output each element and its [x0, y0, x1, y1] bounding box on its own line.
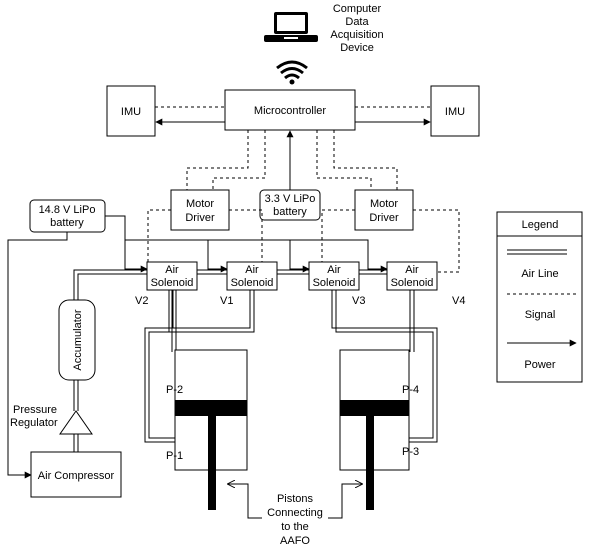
- pistons-note-label: Connecting: [267, 507, 323, 519]
- solenoid-v2-label: Solenoid: [151, 277, 194, 289]
- solenoid-v3-label: Solenoid: [313, 277, 356, 289]
- valve-label-v3: V3: [352, 295, 365, 307]
- microcontroller-box: [224, 89, 356, 131]
- air-lines-left: [144, 290, 255, 443]
- piston-right-rod: [366, 416, 374, 510]
- piston-label-p2: P-2: [166, 384, 183, 396]
- legend-title: Legend: [522, 219, 559, 231]
- computer-label-line: Data: [345, 16, 369, 28]
- imu-right-label: IMU: [445, 106, 465, 118]
- pistons-note-bg: [262, 490, 328, 546]
- piston-left-rod: [208, 416, 216, 510]
- legend: Legend Air Line Signal Power: [496, 211, 583, 383]
- battery-33-box: [259, 189, 321, 221]
- signal-lines-solenoids: [147, 209, 460, 273]
- piston-label-p1: P-1: [166, 450, 183, 462]
- solenoid-v4-label: Air: [405, 264, 419, 276]
- computer-label-line: Computer: [333, 3, 382, 15]
- solenoid-v4-label: Solenoid: [391, 277, 434, 289]
- solenoid-v1-box: [226, 261, 278, 291]
- piston-right-head: [340, 400, 409, 416]
- pressure-regulator-icon: [59, 410, 93, 435]
- legend-item-signal: Signal: [525, 309, 556, 321]
- accumulator-label: Accumulator: [72, 309, 84, 370]
- solenoid-v2-label: Air: [165, 264, 179, 276]
- valve-label-v1: V1: [220, 295, 233, 307]
- piston-left: [174, 349, 248, 510]
- imu-left-box: [106, 85, 156, 137]
- imu-right-box: [430, 85, 480, 137]
- computer-label-line: Device: [340, 42, 374, 54]
- solenoid-v4-box: [386, 261, 438, 291]
- air-compressor-box: [30, 451, 122, 498]
- pistons-note-label: to the: [281, 521, 309, 533]
- motor-driver-right-label: Driver: [369, 212, 399, 224]
- solenoid-v3-box: [308, 261, 360, 291]
- battery-148-label: battery: [50, 217, 84, 229]
- accumulator-box: [58, 299, 96, 381]
- motor-driver-left-label: Motor: [186, 198, 214, 210]
- computer-label-line: Acquisition: [330, 29, 383, 41]
- signal-lines-controller: [186, 130, 398, 190]
- battery-148-label: 14.8 V LiPo: [39, 204, 96, 216]
- solenoid-v2-box: [146, 261, 198, 291]
- imu-connections: [155, 106, 431, 126]
- pressure-regulator-label: Regulator: [10, 417, 58, 429]
- legend-box: [496, 211, 583, 383]
- air-compressor-label: Air Compressor: [38, 470, 115, 482]
- laptop-icon: [264, 12, 318, 42]
- battery-33-label: battery: [273, 206, 307, 218]
- motor-driver-right-box: [354, 189, 414, 231]
- air-lines-right: [331, 290, 438, 443]
- piston-label-p3: P-3: [402, 446, 419, 458]
- valve-label-v4: V4: [452, 295, 465, 307]
- wifi-icon: [276, 60, 308, 85]
- piston-left-head: [175, 400, 247, 416]
- battery-33-label: 3.3 V LiPo: [265, 193, 316, 205]
- legend-item-power: Power: [524, 359, 556, 371]
- motor-driver-right-label: Motor: [370, 198, 398, 210]
- motor-driver-left-box: [170, 189, 230, 231]
- pistons-note-label: AAFO: [280, 535, 310, 547]
- power-lines: [7, 215, 388, 479]
- motor-driver-left-label: Driver: [185, 212, 215, 224]
- solenoid-v3-label: Air: [327, 264, 341, 276]
- legend-item-air-line: Air Line: [521, 268, 558, 280]
- pistons-note-label: Pistons: [277, 493, 314, 505]
- valve-label-v2: V2: [135, 295, 148, 307]
- pressure-regulator-label: Pressure: [13, 404, 57, 416]
- piston-label-p4: P-4: [402, 384, 419, 396]
- microcontroller-label: Microcontroller: [254, 105, 326, 117]
- piston-right: [339, 349, 410, 510]
- solenoid-v1-label: Solenoid: [231, 277, 274, 289]
- air-supply-line: [73, 269, 387, 452]
- computer-label: Computer Data Acquisition Device: [330, 3, 383, 54]
- imu-left-label: IMU: [121, 106, 141, 118]
- solenoid-v1-label: Air: [245, 264, 259, 276]
